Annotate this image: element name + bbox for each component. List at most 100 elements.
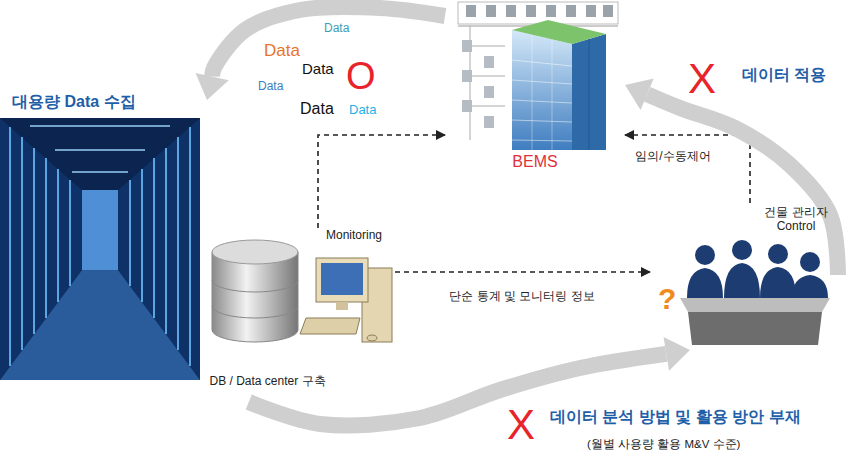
server-room-photo-part [82,190,118,270]
server-room-photo-part [0,118,200,380]
dashed-arrow [318,135,445,228]
fail-mark: X [505,402,537,448]
database-cylinder-part [212,306,298,318]
bems-building-part [484,56,494,68]
bems-building-part [512,60,572,66]
server-room-photo-part [57,169,59,302]
note-label: Data [298,100,336,118]
edge-label: 임의/수동제어 [633,150,712,163]
note-label: Data [256,80,285,93]
computer-icon-part [321,263,363,295]
bems-system: BEMS [445,0,625,175]
bems-building-part [512,120,572,122]
bems-building-part [462,70,472,82]
database-cylinder-part [212,280,298,292]
bems-building-part [506,5,516,17]
connector [625,135,750,203]
bems-building-part [566,5,576,17]
server-room-photo-part [30,125,170,127]
connector [625,79,838,275]
server-room-photo-part [153,158,155,318]
data-center: 대용량 Data 수집 [2,92,207,382]
computer-icon-part [336,302,348,310]
edge-label: 단순 통계 및 모니터링 정보 [447,290,596,303]
server-room-photo-part [33,148,35,334]
database-cylinder-part [212,240,298,264]
note-label: Data [322,22,351,35]
bems-building [458,2,618,150]
server-room-photo-part [69,180,71,286]
bems-building-part [470,76,505,77]
server-room-photo-part [0,270,200,380]
bems-building-part [470,106,505,107]
monitoring-pc: Monitoring [300,228,395,348]
computer-icon [300,258,392,342]
bems-building-part [462,40,472,52]
building-managers [680,240,830,345]
server-room-photo-part [177,137,179,350]
bems-building-part [603,5,613,17]
bems-building-part [512,100,572,103]
note-label: Data [347,103,378,117]
building-managers-part [792,275,828,298]
bems-building-part [572,34,606,150]
bems-building-part [512,140,572,141]
computer-icon-part [300,318,360,334]
connector [318,135,445,228]
bems-building-part [546,5,556,17]
arrow-head [196,73,229,100]
bems-building-part [458,2,618,24]
cycle-arrow [212,7,445,77]
connector [395,272,650,273]
connector-group [196,7,838,426]
bems-building-part [552,40,553,150]
bems-building-part [486,5,496,17]
node-label: 대용량 Data 수집 [12,92,136,111]
note-label: Data [300,61,336,78]
bems-building-part [484,86,494,98]
node-label: BEMS [512,152,557,171]
server-room-photo-part [129,180,131,286]
node-label: 건물 관리자 Control [758,205,834,234]
server-room-photo-part [9,127,11,366]
building-managers-part [680,298,830,312]
bems-building-part [512,30,572,150]
note-label: 데이터 분석 방법 및 활용 방안 부재 [548,408,803,426]
cycle-arrow [647,94,838,275]
database: DB / Data center 구축 [205,236,330,402]
server-room-photo-part [45,158,47,318]
connector [196,7,445,100]
bems-building-part [462,100,472,112]
database-cylinder [212,240,298,342]
server-room-photo-part [21,137,23,350]
note-label: 데이터 적용 [740,66,828,84]
server-room-photo-part [189,127,191,366]
building-managers-part [695,245,715,265]
database-cylinder-part [212,252,298,342]
question-mark: ? [656,282,678,315]
note-label: Data [262,42,302,61]
bems-building-part [532,35,533,150]
server-room-photo-part [141,169,143,302]
bems-building-part [470,46,505,47]
building-managers-part [732,240,752,260]
building-managers-part [768,244,788,264]
bems-building-part [512,20,606,44]
ok-mark: O [344,56,378,98]
arrow-head [664,337,690,371]
node-label: Monitoring [326,228,382,242]
bems-building-part [484,116,494,128]
building-managers-part [688,312,822,345]
building-manager: 건물 관리자 Control [650,203,838,350]
bems-building-part [466,5,476,17]
computer-icon-part [316,258,368,302]
note-label: (월별 사용량 활용 M&V 수준) [585,438,742,451]
building-managers-part [760,267,796,298]
building-managers-part [724,263,760,298]
server-room-photo-part [72,171,128,173]
node-label: DB / Data center 구축 [209,374,325,388]
